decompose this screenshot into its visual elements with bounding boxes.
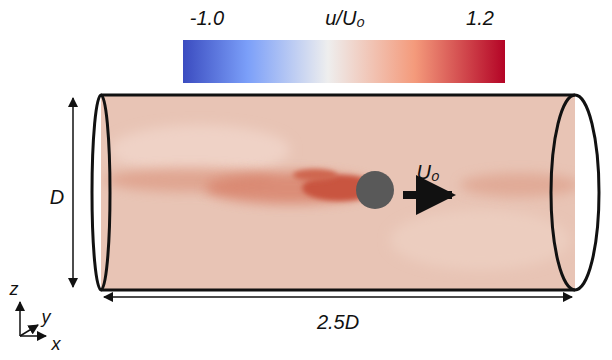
axis-label: x <box>52 335 61 353</box>
axis-label: y <box>42 308 51 326</box>
colorbar <box>183 40 505 83</box>
dimension-line <box>104 296 572 298</box>
dimension-label: 2.5D <box>317 312 359 332</box>
axis-label: z <box>10 280 19 298</box>
colorbar-max: 1.2 <box>466 8 494 28</box>
velocity-arrow <box>403 191 452 199</box>
sphere <box>356 171 394 209</box>
colorbar-min: -1.0 <box>190 8 224 28</box>
velocity-label: U₀ <box>417 162 440 182</box>
dimension-line <box>72 98 74 287</box>
dimension-label: D <box>50 187 64 207</box>
velocity-field <box>101 96 575 289</box>
colorbar-title: u/U₀ <box>325 8 365 28</box>
pipe-outline <box>92 95 599 290</box>
